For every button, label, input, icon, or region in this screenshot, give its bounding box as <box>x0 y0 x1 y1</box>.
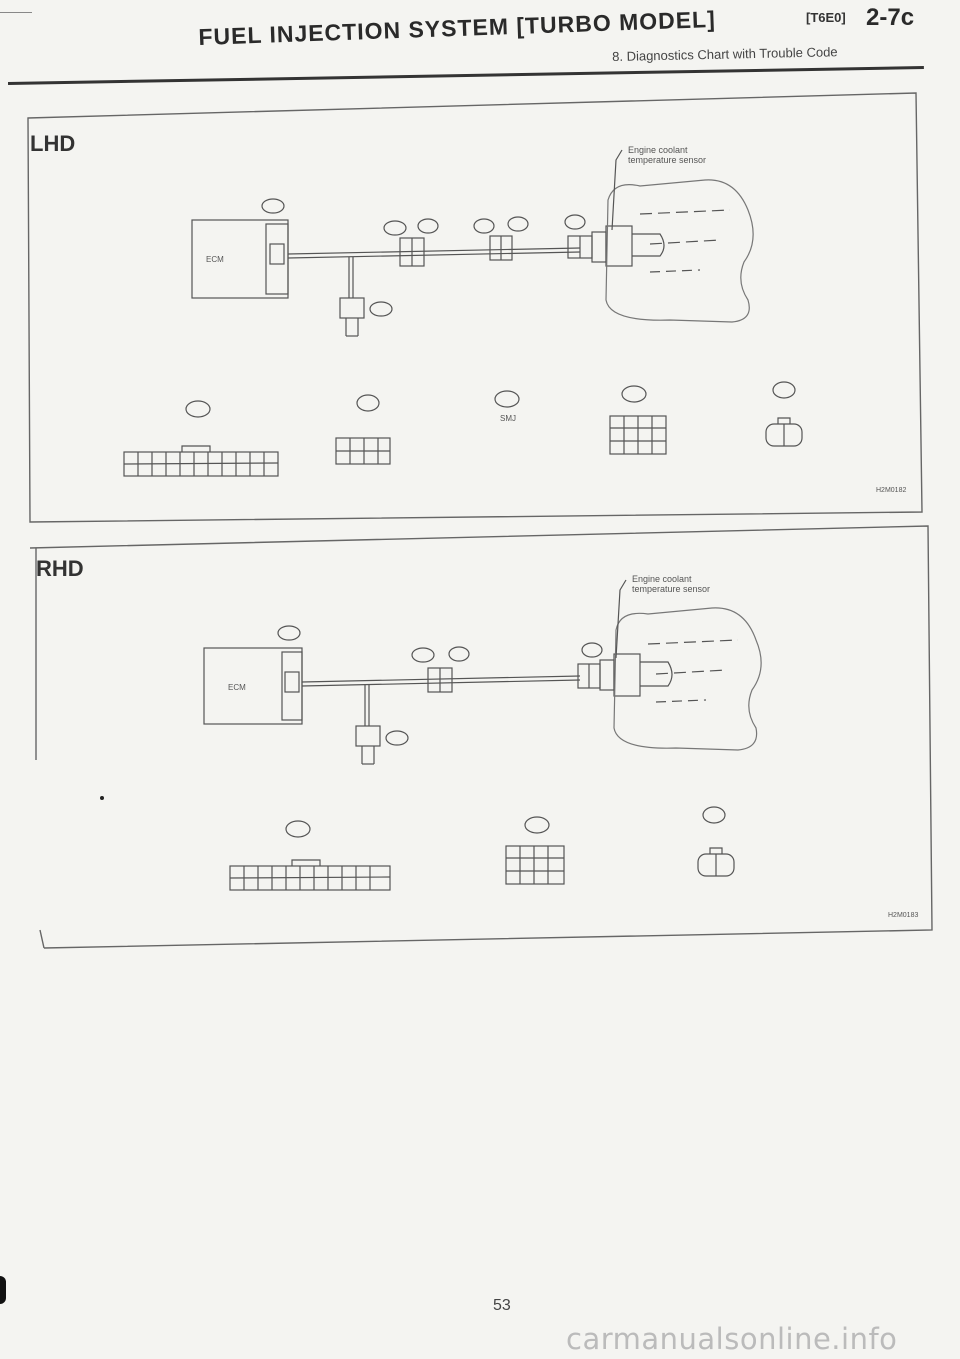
ecm-pin-grid-rhd <box>229 859 391 891</box>
ecm-label-rhd: ECM <box>228 683 246 692</box>
panel-label-lhd: LHD <box>30 131 76 156</box>
ecm-label-lhd: ECM <box>206 255 224 264</box>
stray-mark <box>100 796 104 800</box>
connector-pin-grid-rhd-2 <box>505 845 565 885</box>
corner-tick <box>0 12 32 13</box>
figure-code-lhd: H2M0182 <box>876 487 907 494</box>
page-section-number: 2-7c <box>866 4 915 31</box>
sensor-label-rhd: Engine coolant temperature sensor <box>632 574 711 594</box>
watermark: carmanualsonline.info <box>566 1322 898 1356</box>
sensor-connector-lhd <box>765 417 803 447</box>
connector-pin-grid-lhd-2 <box>335 437 391 465</box>
lhd-panel <box>27 92 923 523</box>
page-number: 53 <box>493 1297 511 1314</box>
section-code: [T6E0] <box>806 10 846 25</box>
sensor-connector-rhd <box>697 847 735 877</box>
connector-pin-grid-lhd-3 <box>609 415 667 455</box>
ecm-pin-grid-lhd <box>123 445 279 477</box>
binding-edge-mark <box>0 1276 6 1304</box>
figure-code-rhd: H2M0183 <box>888 912 919 919</box>
ecm-box-rhd <box>203 647 303 725</box>
sensor-label-lhd: Engine coolant temperature sensor <box>628 145 707 165</box>
smj-label: SMJ <box>500 414 516 423</box>
rhd-panel <box>29 525 933 949</box>
ecm-connector-lhd <box>265 223 289 295</box>
panel-label-rhd: RHD <box>36 556 84 581</box>
